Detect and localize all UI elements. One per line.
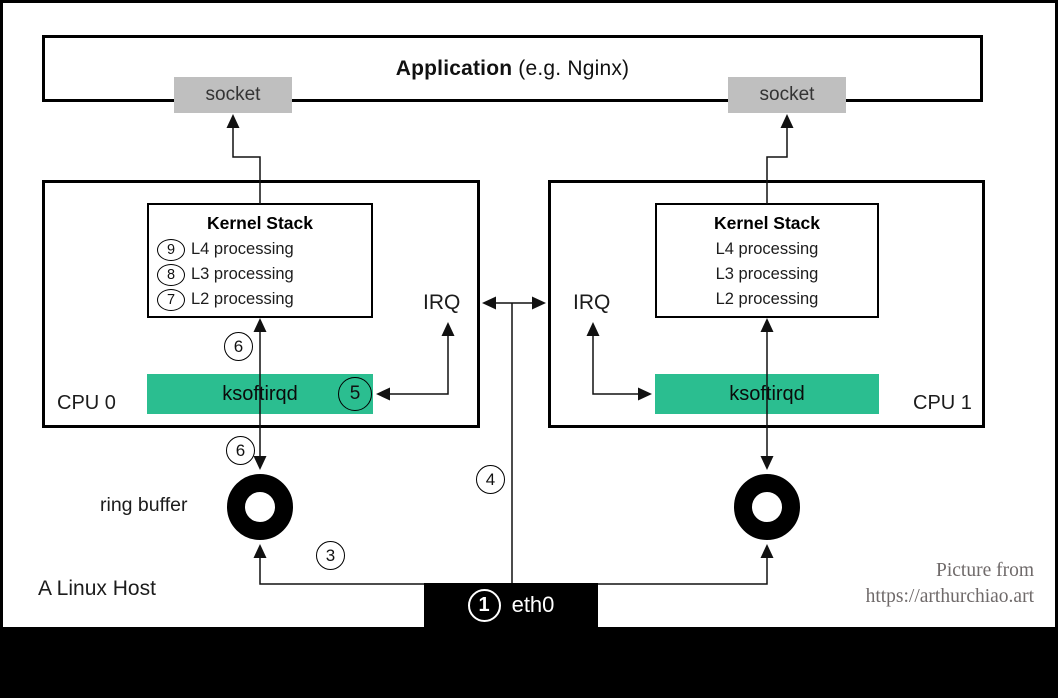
kernel-stack-title: Kernel Stack: [206, 213, 314, 233]
kernel-stack-row: L3 processing: [715, 265, 819, 283]
kernel-stack-box-right: Kernel Stack L4 processing L3 processing…: [655, 203, 879, 318]
kernel-stack-row-label: L2 processing: [191, 290, 294, 308]
frame-top: [0, 0, 1058, 3]
ring-buffer-icon-right: [734, 474, 800, 540]
step-circle-8: 8: [157, 263, 185, 286]
attribution-line2: https://arthurchiao.art: [865, 586, 1034, 608]
step-circle-5: 5: [338, 377, 372, 411]
cpu0-label: CPU 0: [57, 392, 116, 414]
kernel-stack-row: L4 processing: [715, 240, 819, 258]
eth0-label: eth0: [511, 592, 555, 617]
host-label: A Linux Host: [38, 577, 156, 600]
step-circle-6-upper: 6: [224, 332, 253, 361]
frame-right: [1055, 0, 1058, 698]
kernel-stack-row: 7 L2 processing: [149, 287, 371, 312]
frame-left: [0, 0, 3, 698]
step-circle-4: 4: [476, 465, 505, 494]
ksoftirqd-box-right: ksoftirqd: [655, 374, 879, 414]
step-circle-7: 7: [157, 288, 185, 311]
irq-label-right: IRQ: [573, 291, 611, 314]
kernel-stack-box-left: Kernel Stack 9 L4 processing 8 L3 proces…: [147, 203, 373, 318]
cpu0-box: [42, 180, 480, 428]
attribution-text: Picture from https://arthurchiao.art: [866, 558, 1034, 611]
bottom-bar: [0, 627, 1058, 698]
step-circle-9: 9: [157, 238, 185, 261]
kernel-stack-title: Kernel Stack: [713, 213, 821, 233]
attribution-line1: Picture from: [935, 560, 1034, 581]
socket-box-right: socket: [728, 77, 846, 113]
kernel-stack-row: L2 processing: [715, 290, 819, 308]
kernel-stack-row: 8 L3 processing: [149, 262, 371, 287]
application-title: Application (e.g. Nginx): [395, 56, 630, 80]
eth0-box: 1 eth0: [424, 583, 598, 627]
kernel-stack-row-label: L4 processing: [191, 240, 294, 258]
kernel-stack-row: 9 L4 processing: [149, 237, 371, 262]
ring-buffer-label: ring buffer: [100, 494, 188, 516]
step-circle-1: 1: [467, 588, 501, 622]
irq-label-left: IRQ: [423, 291, 461, 314]
ring-buffer-icon-left: [227, 474, 293, 540]
kernel-stack-row-label: L3 processing: [191, 265, 294, 283]
step-circle-6-lower: 6: [226, 436, 255, 465]
cpu1-label: CPU 1: [913, 392, 972, 414]
step-circle-3: 3: [316, 541, 345, 570]
socket-box-left: socket: [174, 77, 292, 113]
